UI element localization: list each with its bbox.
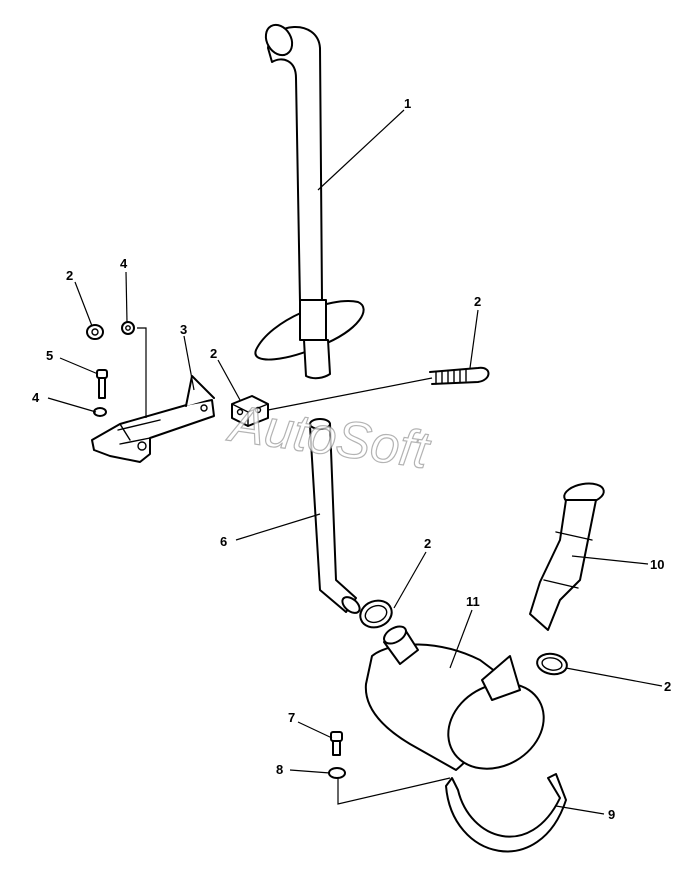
mounting-bracket-part [91, 375, 215, 463]
callout-9: 9 [608, 807, 615, 822]
strap-part [445, 773, 567, 853]
muffler-part [364, 625, 545, 771]
pipe-clamp-left-part [359, 599, 393, 629]
outlet-pipe-part [529, 482, 605, 631]
bolt-lower-part [330, 731, 343, 756]
nut-part [86, 324, 104, 340]
callout-5: 5 [46, 348, 53, 363]
callout-1: 1 [404, 96, 411, 111]
exhaust-stack-part [254, 23, 365, 380]
callout-8: 8 [276, 762, 283, 777]
washer-part [121, 321, 135, 335]
callout-2c: 2 [474, 294, 481, 309]
callout-4a: 4 [120, 256, 128, 271]
washer-lower-part [328, 767, 346, 779]
callout-2b: 2 [210, 346, 217, 361]
callout-11: 11 [466, 594, 480, 609]
callout-2e: 2 [664, 679, 671, 694]
callout-3: 3 [180, 322, 187, 337]
pipe-clamp-right-part [536, 652, 568, 676]
assembly-lines [137, 327, 451, 805]
callout-7: 7 [288, 710, 295, 725]
callout-2a: 2 [66, 268, 73, 283]
callout-6: 6 [220, 534, 227, 549]
inlet-pipe-part [309, 418, 361, 614]
u-bolt-part [429, 366, 490, 385]
callout-4b: 4 [32, 390, 40, 405]
clamp-block-part [231, 395, 269, 427]
callout-2d: 2 [424, 536, 431, 551]
callout-10: 10 [650, 557, 664, 572]
leader-lines [47, 109, 663, 815]
bolt-part [96, 369, 108, 399]
callout-labels: 1 2 4 5 4 3 2 2 6 2 11 10 2 7 8 9 [32, 96, 671, 822]
